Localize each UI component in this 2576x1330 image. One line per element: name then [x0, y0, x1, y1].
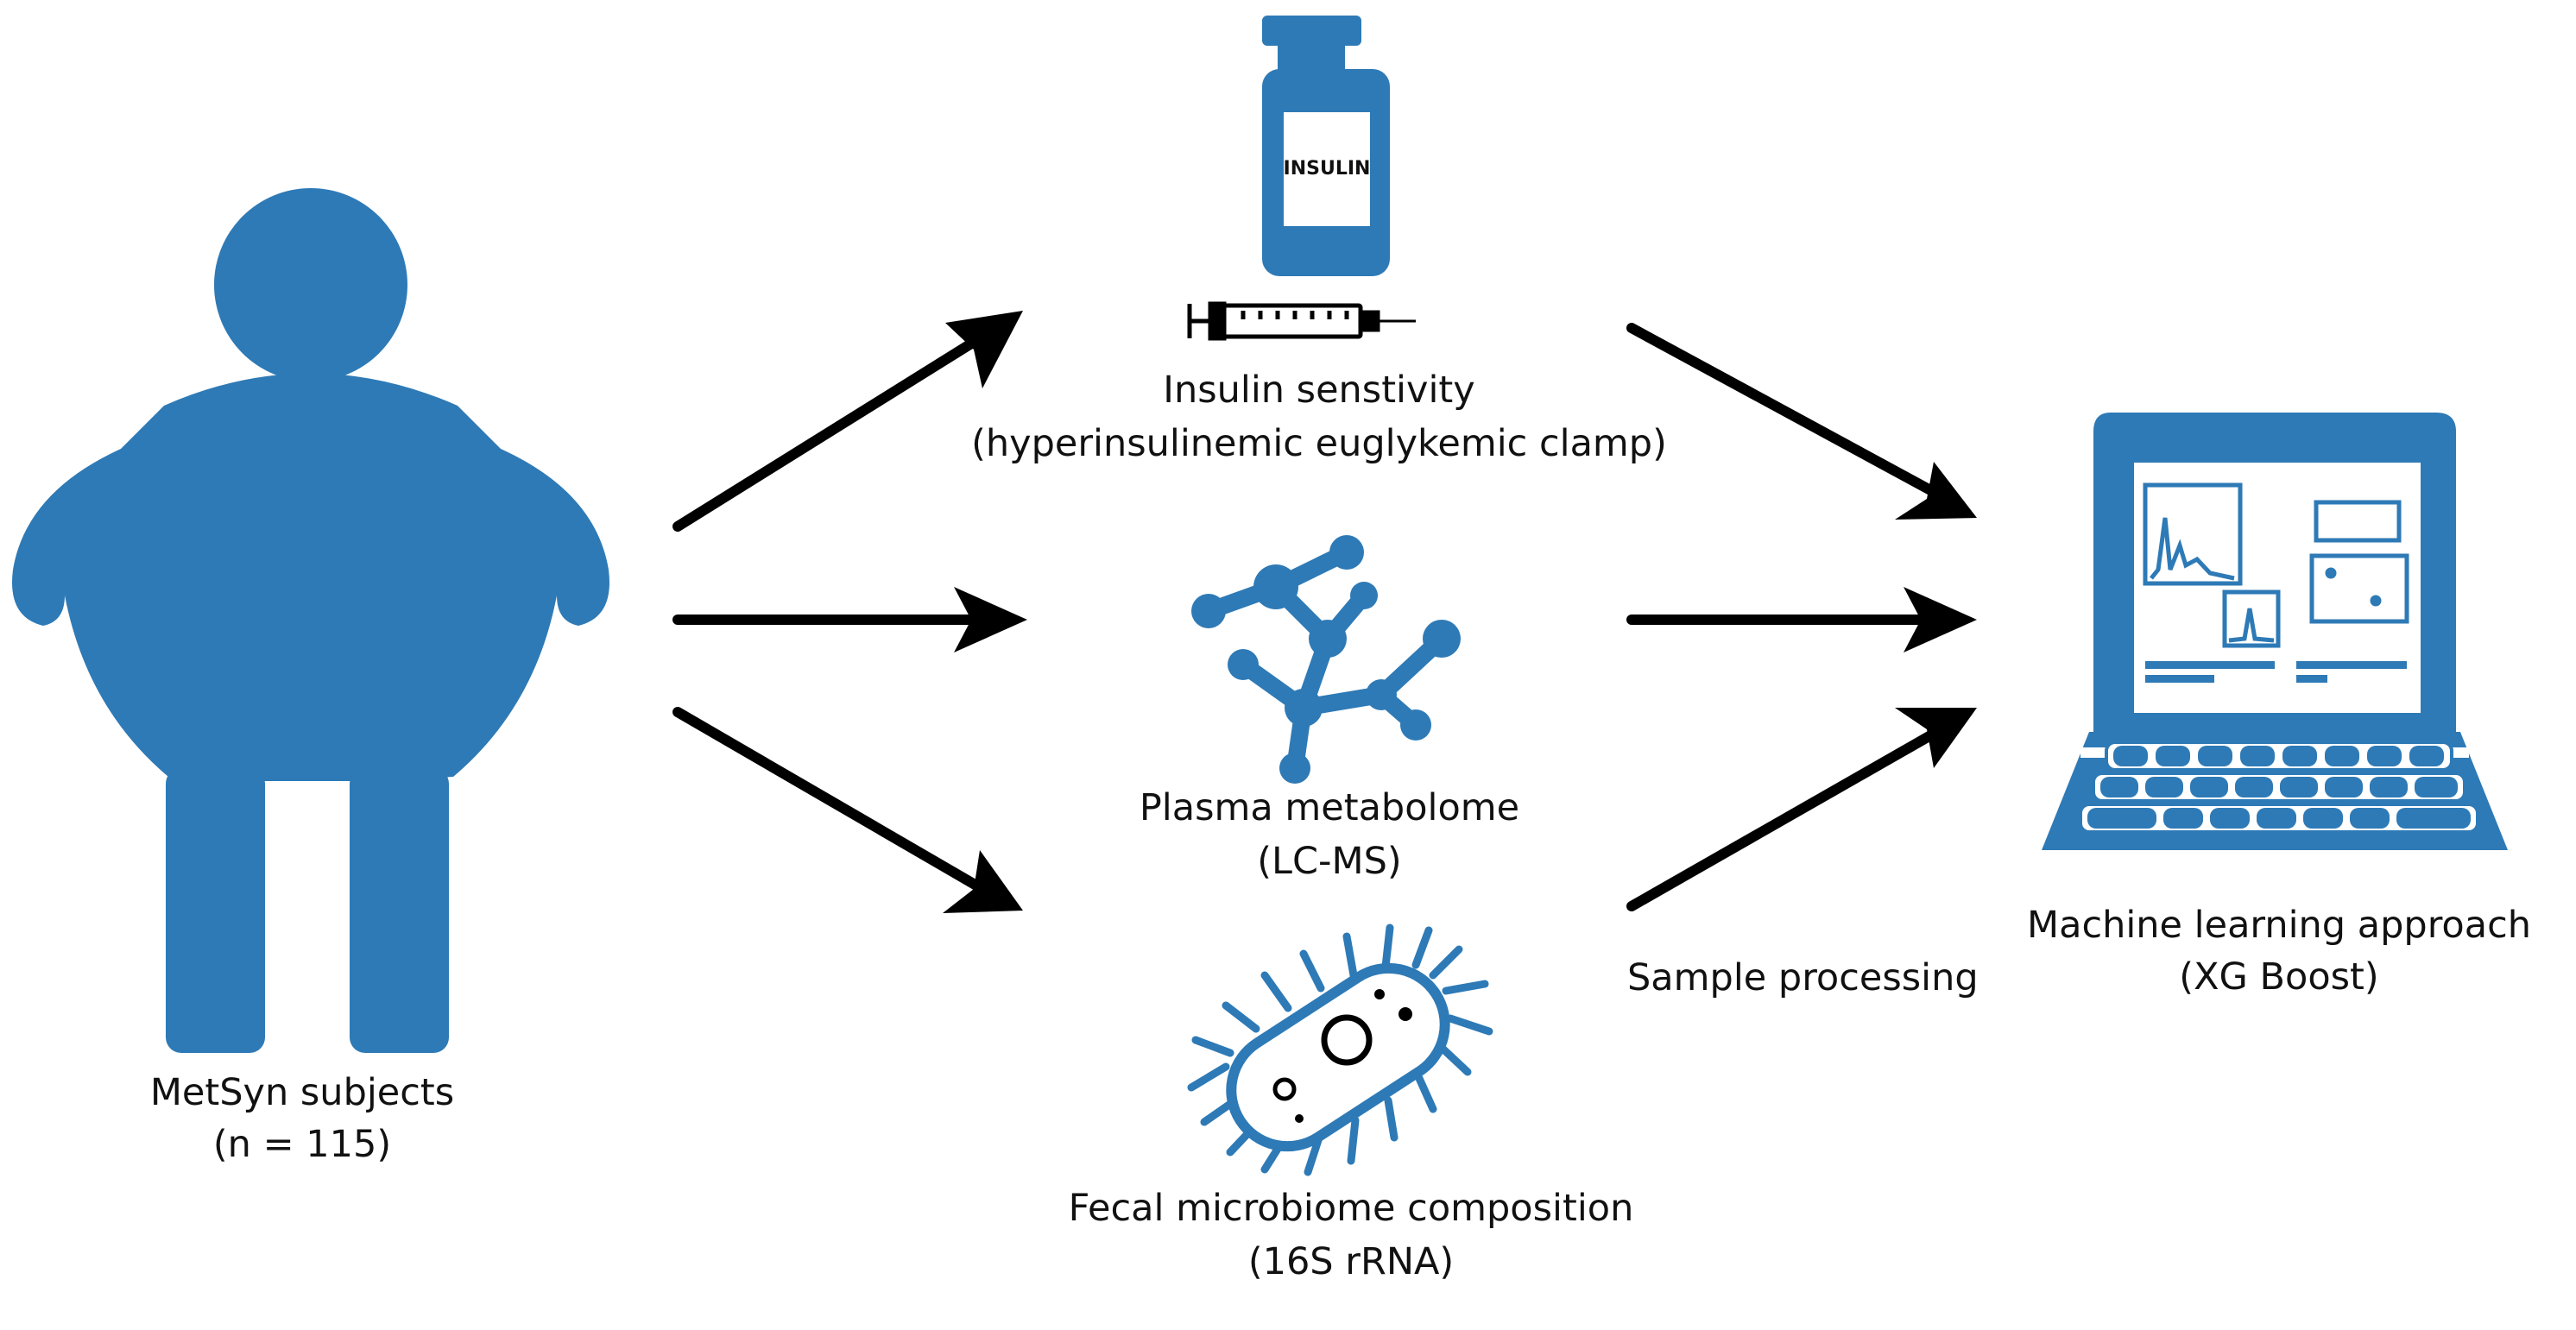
molecule-icon — [1191, 535, 1461, 784]
subjects-label: MetSyn subjects — [150, 1071, 454, 1114]
insulin-label: Insulin senstivity — [1163, 369, 1474, 412]
arrow-from-metabolome — [1626, 587, 1977, 652]
arrow-from-insulin — [1626, 323, 1977, 520]
arrow-from-microbiome — [1626, 708, 1977, 911]
syringe-icon — [1187, 301, 1416, 341]
sample-processing-label: Sample processing — [1627, 956, 1979, 999]
subjects-count-label: (n = 115) — [213, 1123, 391, 1166]
bacterium-icon — [1187, 923, 1493, 1176]
metabolome-method-label: (LC-MS) — [1257, 840, 1401, 883]
arrow-to-insulin — [672, 311, 1023, 532]
insulin-vial-icon — [1262, 16, 1390, 276]
microbiome-label: Fecal microbiome composition — [1069, 1187, 1634, 1230]
obese-person-icon — [12, 188, 609, 1053]
ml-label: Machine learning approach — [2027, 904, 2531, 947]
metabolome-label: Plasma metabolome — [1140, 786, 1519, 829]
arrow-to-metabolome — [672, 587, 1027, 652]
insulin-bottle-label: INSULIN — [1284, 158, 1371, 180]
insulin-method-label: (hyperinsulinemic euglykemic clamp) — [971, 422, 1667, 465]
computer-icon — [2042, 413, 2508, 850]
microbiome-method-label: (16S rRNA) — [1248, 1240, 1454, 1283]
ml-method-label: (XG Boost) — [2179, 955, 2378, 999]
arrow-to-microbiome — [672, 707, 1023, 913]
